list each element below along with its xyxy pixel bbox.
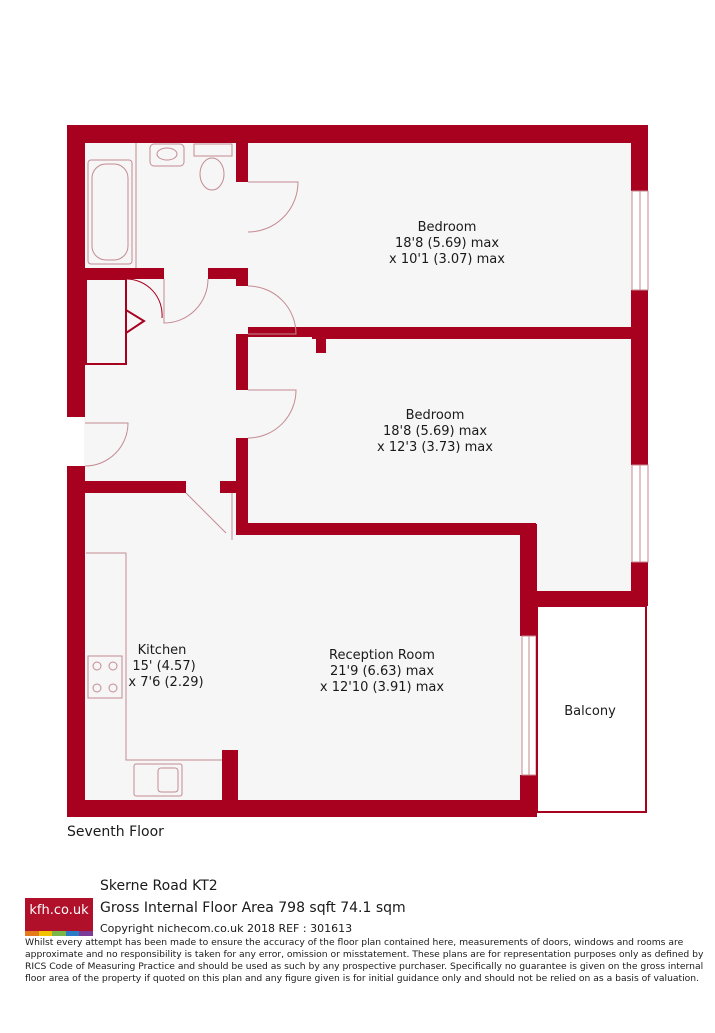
door-reception bbox=[185, 492, 233, 540]
copyright: Copyright nichecom.co.uk 2018 REF : 3016… bbox=[100, 922, 353, 935]
disclaimer: Whilst every attempt has been made to en… bbox=[25, 937, 704, 983]
bedroom2-dim1: 18'8 (5.69) max bbox=[383, 424, 487, 439]
reception-dim2: x 12'10 (3.91) max bbox=[320, 680, 444, 695]
wall-hall-bottom bbox=[84, 481, 186, 493]
wall-corridor-2 bbox=[236, 334, 248, 390]
kitchen-sink bbox=[133, 763, 183, 797]
logo-bar-segment bbox=[65, 931, 80, 936]
wall-top bbox=[67, 125, 648, 143]
kitchen-dim1: 15' (4.57) bbox=[132, 659, 195, 674]
bedroom2-dim2: x 12'3 (3.73) max bbox=[377, 440, 493, 455]
floor-plan: Bedroom 18'8 (5.69) max x 10'1 (3.07) ma… bbox=[67, 125, 649, 817]
door-bathroom bbox=[247, 181, 299, 233]
logo-bar-segment bbox=[52, 931, 66, 936]
floor-area: Gross Internal Floor Area 798 sqft 74.1 … bbox=[100, 900, 406, 916]
kfh-logo[interactable]: kfh.co.uk bbox=[25, 898, 93, 936]
wall-bed-divider-b bbox=[312, 327, 632, 339]
logo-bar-segment bbox=[25, 931, 39, 936]
floor-label: Seventh Floor bbox=[67, 824, 164, 840]
address-line: Skerne Road KT2 bbox=[100, 878, 218, 894]
logo-bar-segment bbox=[38, 931, 53, 936]
wall-reception-top bbox=[236, 523, 536, 535]
windows bbox=[521, 190, 649, 776]
door-bath-corridor bbox=[163, 278, 209, 324]
bedroom1-name: Bedroom bbox=[418, 220, 477, 235]
bedroom1-dim2: x 10'1 (3.07) max bbox=[389, 252, 505, 267]
toilet-bowl bbox=[199, 157, 225, 191]
wall-bath-bottom-2 bbox=[208, 268, 248, 279]
wall-bed-divider-a bbox=[248, 327, 318, 337]
wall-right-2 bbox=[631, 290, 648, 465]
wall-bath-bottom bbox=[84, 268, 164, 279]
reception-name: Reception Room bbox=[329, 648, 435, 663]
wall-corridor-1 bbox=[236, 268, 248, 286]
toilet-cistern bbox=[193, 143, 233, 157]
wall-hall-bottom-2 bbox=[220, 481, 242, 493]
washbasin bbox=[149, 143, 185, 167]
wall-reception-right-upper bbox=[520, 524, 537, 636]
door-swings bbox=[84, 181, 299, 540]
wall-left-upper bbox=[67, 125, 85, 417]
wall-bottom bbox=[67, 800, 537, 817]
wall-bed-divider-step bbox=[316, 327, 326, 353]
bedroom2-name: Bedroom bbox=[406, 408, 465, 423]
kitchen-dim2: x 7'6 (2.29) bbox=[128, 675, 203, 690]
bathtub bbox=[87, 159, 133, 265]
wall-bath-right bbox=[236, 142, 248, 182]
door-bedroom-2 bbox=[247, 389, 297, 439]
wall-left-lower bbox=[67, 466, 85, 817]
door-entrance bbox=[84, 422, 129, 467]
balcony-name: Balcony bbox=[564, 704, 616, 719]
door-bedroom-1 bbox=[247, 285, 297, 335]
wall-balcony-top bbox=[520, 591, 648, 606]
wall-right-3 bbox=[631, 562, 648, 592]
balcony bbox=[536, 605, 647, 813]
reception-dim1: 21'9 (6.63) max bbox=[330, 664, 434, 679]
logo-color-bar bbox=[25, 931, 93, 936]
bedroom1-dim1: 18'8 (5.69) max bbox=[395, 236, 499, 251]
logo-bar-segment bbox=[79, 931, 93, 936]
kitchen-counter bbox=[86, 552, 222, 761]
bathroom-fixtures bbox=[87, 143, 233, 268]
logo-text: kfh.co.uk bbox=[29, 903, 89, 918]
wall-reception-right-lower bbox=[520, 775, 537, 817]
walls bbox=[67, 125, 648, 817]
storage-cupboard bbox=[85, 278, 163, 365]
wall-kitchen-stub bbox=[222, 750, 238, 804]
wall-right-1 bbox=[631, 125, 648, 191]
kitchen-name: Kitchen bbox=[138, 643, 187, 658]
kitchen-fixtures bbox=[86, 552, 222, 797]
hob bbox=[87, 655, 123, 699]
room-labels: Bedroom 18'8 (5.69) max x 10'1 (3.07) ma… bbox=[128, 220, 616, 719]
